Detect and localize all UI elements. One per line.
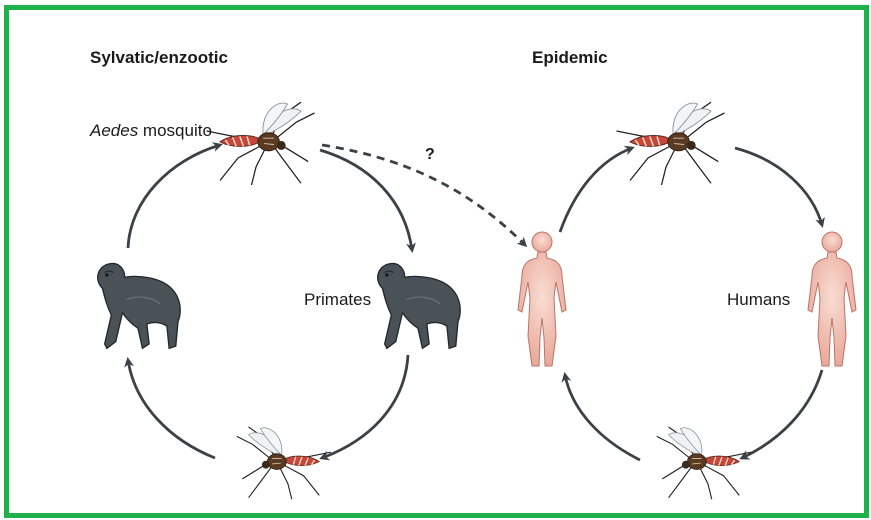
epidemic-title: Epidemic xyxy=(532,48,608,68)
mosquito-label-rest: mosquito xyxy=(138,121,212,140)
sylvatic-title: Sylvatic/enzootic xyxy=(90,48,228,68)
human-right-icon xyxy=(808,232,856,366)
arrow-mosquito-to-human-right xyxy=(735,148,822,225)
human-left-icon xyxy=(518,232,566,366)
arrow-primate-to-mosquito-left xyxy=(128,145,220,248)
uncertain-marker: ? xyxy=(425,146,435,164)
mosquito-bottom-left-icon xyxy=(237,427,331,499)
mosquito-top-right-icon xyxy=(617,102,725,185)
humans-label: Humans xyxy=(727,290,790,310)
mosquito-label: Aedes mosquito xyxy=(90,121,212,141)
arrow-primate-to-mosquito-bottom-left xyxy=(322,355,408,458)
arrow-human-to-mosquito-right xyxy=(560,148,632,232)
arrow-mosquito-to-primate-left xyxy=(320,150,412,250)
mosquito-genus-label: Aedes xyxy=(90,121,138,140)
primates-label: Primates xyxy=(304,290,371,310)
primate-left-icon xyxy=(98,263,181,348)
arrow-mosquito-to-primate-bottom-left xyxy=(128,360,215,458)
dashed-arrow-spillover xyxy=(322,145,525,245)
arrow-human-to-mosquito-bottom-right xyxy=(742,370,822,458)
mosquito-top-left-icon xyxy=(207,102,315,185)
primate-right-icon xyxy=(378,263,461,348)
mosquito-bottom-right-icon xyxy=(657,427,751,499)
arrow-mosquito-to-human-bottom-right xyxy=(565,375,640,460)
